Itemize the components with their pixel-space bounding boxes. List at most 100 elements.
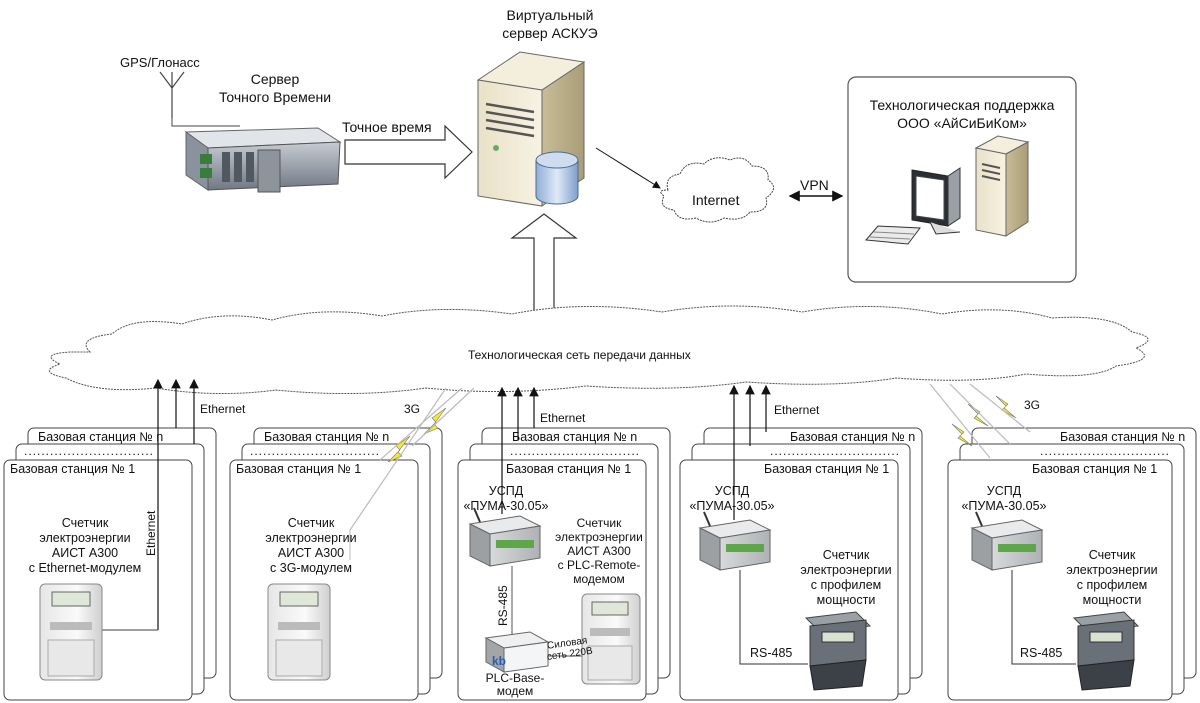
internet-label: Internet [692,192,740,208]
support-title-line1: Технологическая поддержка [869,97,1055,113]
time-server-title-line2: Точного Времени [218,89,332,105]
ethernet-label-4: Ethernet [774,403,820,417]
meter-label-1: Счетчик электроэнергии АИСТ А300 с Ether… [10,516,160,576]
internet-cloud-icon [660,157,774,223]
meter-label-5-line2: электроэнергии [1066,563,1158,577]
meter-label-2-line4: с 3G-модулем [270,561,352,575]
meter-label-4-line2: электроэнергии [800,563,892,577]
plc-brand-logo: kb [492,654,507,668]
database-icon [535,151,579,205]
ethernet-vertical-label: Ethernet [144,510,158,556]
station-n-title-3: Базовая станция № n [512,430,638,444]
meter-label-4-line3: с профилем [810,578,882,592]
uspd-icon-4 [698,511,772,571]
meter-label-4: Счетчик электроэнергии с профилем мощнос… [790,548,902,608]
station-1-title-3: Базовая станция № 1 [506,462,632,476]
station-dots-2: .............................. [250,444,381,458]
uspd-label-4-line2: «ПУМА-30.05» [689,499,775,513]
uspd-icon-3 [468,507,542,567]
plc-label-line2: модем [496,684,534,698]
meter-label-5: Счетчик электроэнергии с профилем мощнос… [1052,548,1172,608]
meter-label-1-line3: АИСТ А300 [51,546,119,560]
meter-label-4-line1: Счетчик [822,548,870,562]
monitor-icon [911,167,961,235]
meter-icon-1 [39,583,103,681]
rs485-link-4 [739,570,808,665]
antenna-icon [159,71,185,118]
uspd-label-3: УСПД «ПУМА-30.05» [462,484,550,514]
profile-meter-icon-5 [1072,611,1140,691]
rs485-link-5 [1011,570,1076,665]
profile-meter-icon-4 [804,611,872,691]
meter-label-5-line1: Счетчик [1088,548,1136,562]
meter-label-2: Счетчик электроэнергии АИСТ А300 с 3G-мо… [236,516,386,576]
station-dots-1: .............................. [24,444,155,458]
plc-label: PLC-Base- модем [472,672,558,698]
meter-label-4-line4: мощности [816,593,876,607]
station-1-title-1: Базовая станция № 1 [10,462,136,476]
vpn-label: VPN [800,177,829,193]
ethernet-label-1: Ethernet [200,402,246,416]
meter-label-3-line1: Счетчик [576,516,622,530]
meter-label-2-line2: электроэнергии [265,531,357,545]
station-n-title-4: Базовая станция № n [790,430,916,444]
plc-label-line1: PLC-Base- [485,671,545,685]
meter-label-5-line3: с профилем [1076,578,1148,592]
ethernet-links-3 [497,386,539,514]
meter-label-3-line2: электроэнергии [555,530,643,544]
time-server-title: Сервер Точного Времени [200,70,350,106]
meter-label-3-line5: модемом [573,572,625,586]
station-n-title-1: Базовая станция № n [38,430,164,444]
ethernet-links-1 [96,378,199,631]
meter-label-2-line3: АИСТ А300 [277,546,345,560]
uspd-label-4-line1: УСПД [714,484,750,498]
meter-label-1-line1: Счетчик [61,516,109,530]
gps-label: GPS/Глонасс [120,55,200,70]
uspd-label-3-line2: «ПУМА-30.05» [463,499,549,513]
rs485-label-4: RS-485 [750,646,793,660]
uspd-icon-5 [970,511,1044,571]
meter-icon-3 [581,593,641,685]
station-1-title-2: Базовая станция № 1 [236,462,362,476]
time-sync-label: Точное время [342,119,432,135]
time-server-title-line1: Сервер [250,71,300,87]
network-label: Технологическая сеть передачи данных [468,348,691,362]
meter-label-1-line2: электроэнергии [39,531,131,545]
uspd-label-5-line1: УСПД [986,484,1022,498]
meter-icon-2 [267,583,331,681]
meter-label-1-line4: с Ethernet-модулем [28,561,142,575]
uspd-label-4: УСПД «ПУМА-30.05» [682,484,782,514]
gps-line [171,118,240,127]
ethernet-links-4 [729,384,771,520]
uspd-label-3-line1: УСПД [488,484,524,498]
time-server-icon [184,127,342,193]
meter-label-3-line4: с PLC-Remote- [557,558,641,572]
ethernet-label-3: Ethernet [540,411,586,425]
uspd-label-5: УСПД «ПУМА-30.05» [954,484,1054,514]
server-internet-link [595,147,661,189]
meter-label-5-line4: мощности [1082,593,1142,607]
station-n-title-5: Базовая станция № n [1060,430,1186,444]
g3-links-5 [929,383,1031,459]
g3-label-2: 3G [404,402,421,416]
g3-label-5: 3G [1024,398,1041,412]
support-title-line2: ООО «АйСиБиКом» [897,115,1027,131]
rs485-label-3: RS-485 [496,585,510,626]
g3-links-2 [349,387,475,531]
meter-label-3-line3: АИСТ А300 [567,544,631,558]
support-pc-tower-icon [974,135,1030,237]
rs485-label-5: RS-485 [1020,646,1063,660]
uspd-label-5-line2: «ПУМА-30.05» [961,499,1047,513]
keyboard-icon [864,225,921,245]
server-title: Виртуальный сервер АСКУЭ [485,6,615,42]
lightning-icons-5 [951,395,1017,447]
meter-label-2-line1: Счетчик [287,516,335,530]
station-dots-3: .............................. [510,444,641,458]
station-1-title-5: Базовая станция № 1 [1032,462,1158,476]
time-sync-arrow [344,124,473,180]
support-title: Технологическая поддержка ООО «АйСиБиКом… [848,96,1076,132]
station-dots-4: .............................. [770,444,901,458]
server-title-line1: Виртуальный [506,7,594,23]
